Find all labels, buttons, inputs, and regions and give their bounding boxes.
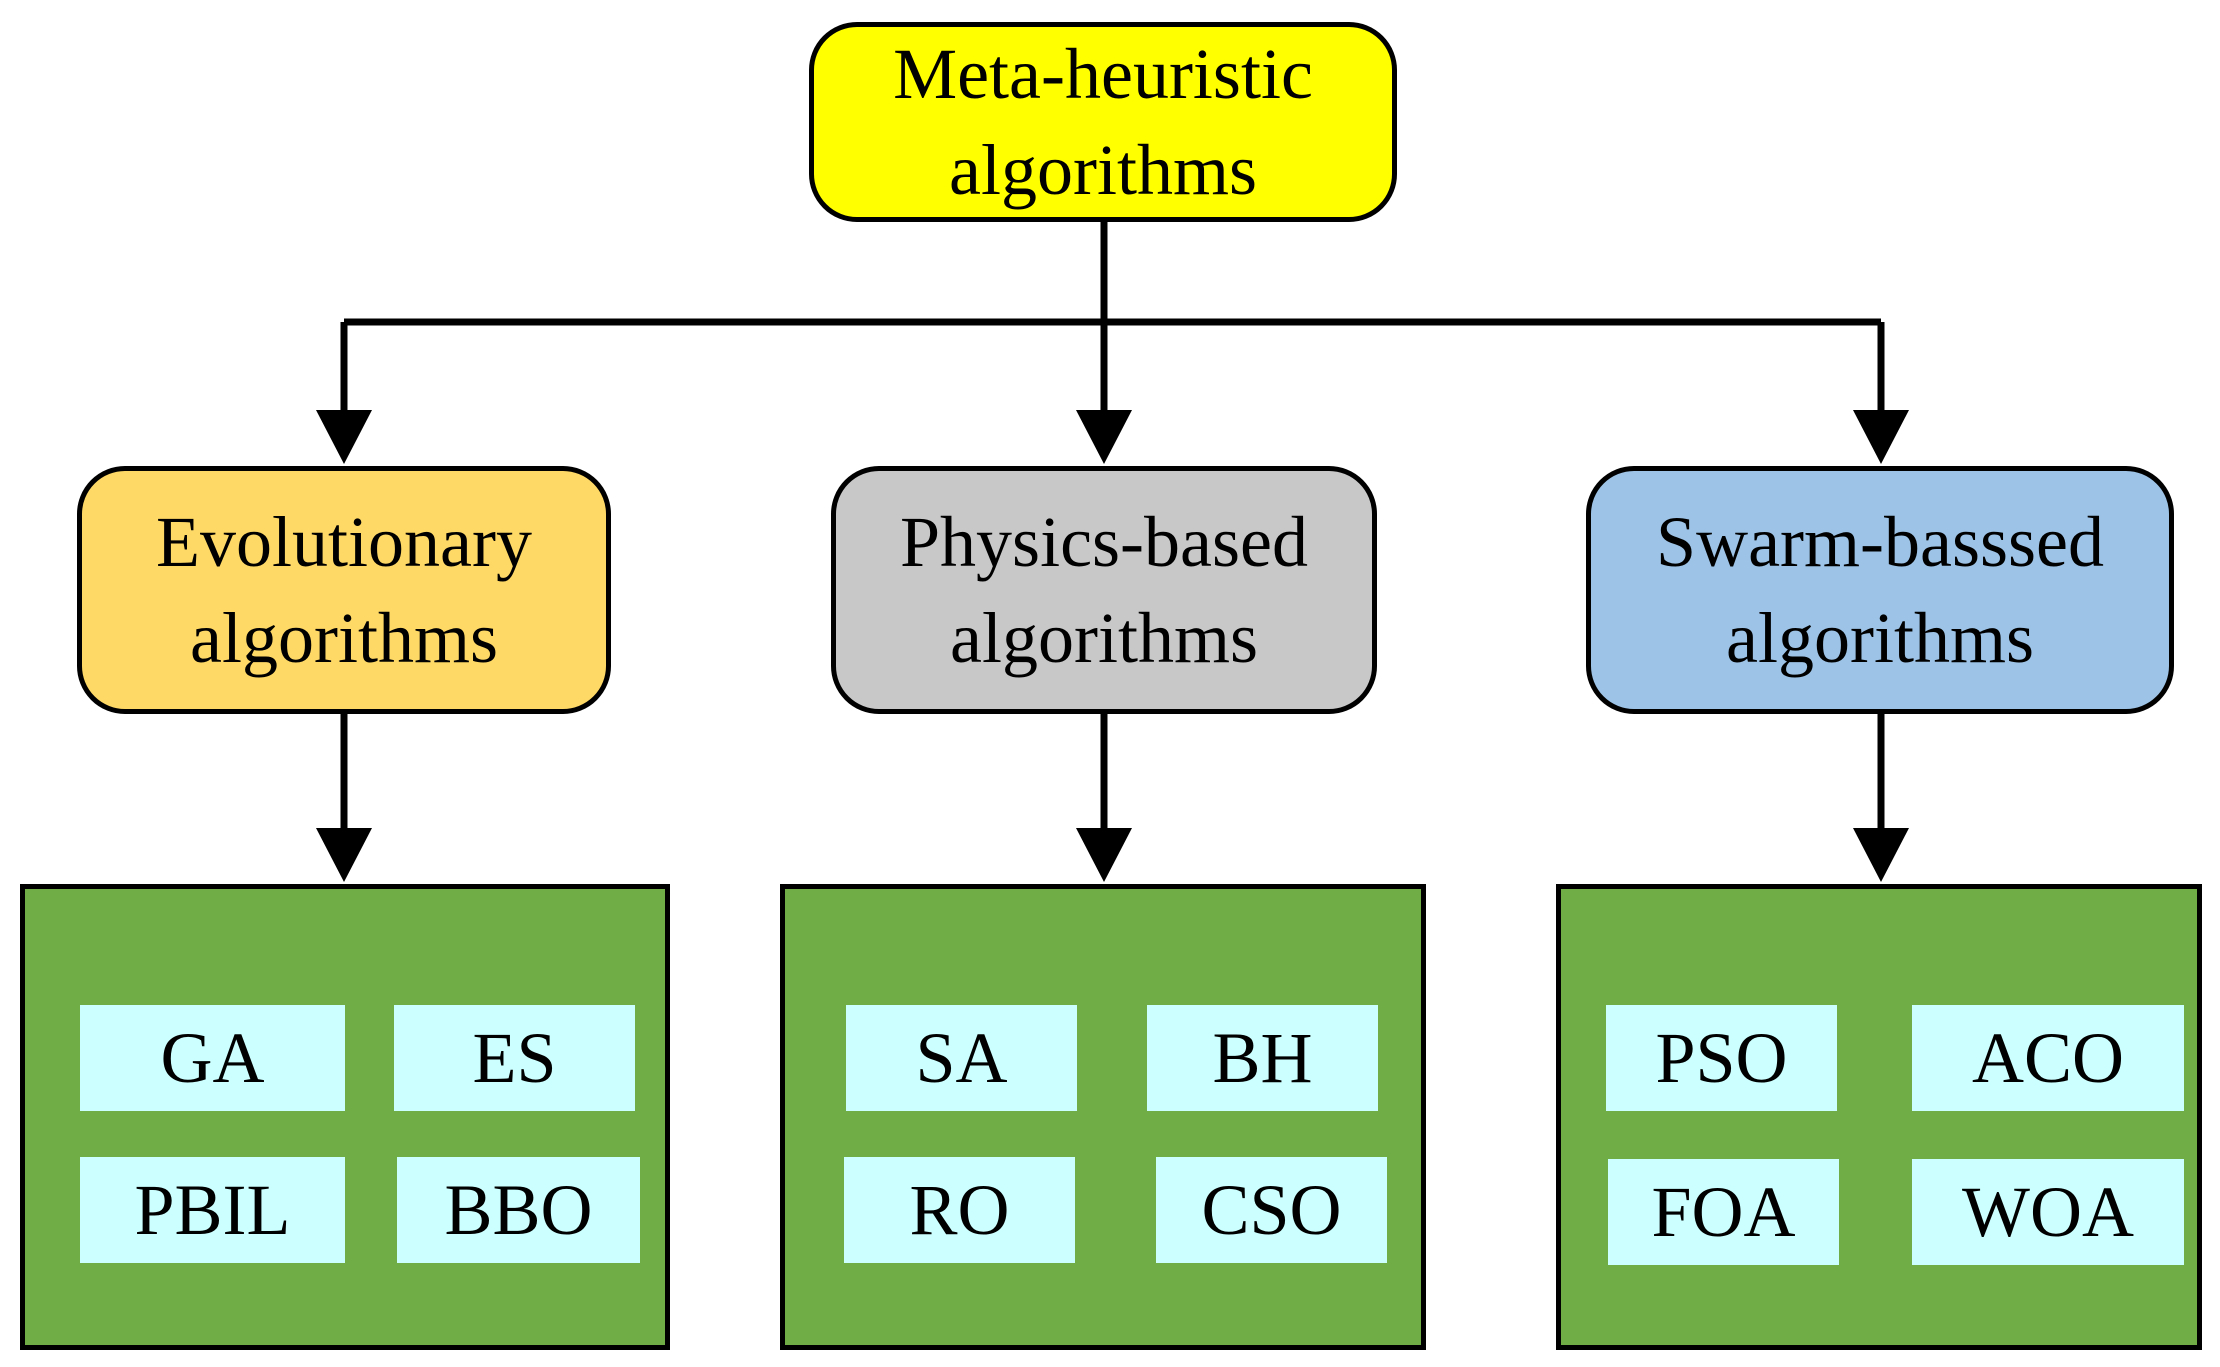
category-label-line2: algorithms xyxy=(190,598,498,678)
algorithm-box-foa: FOA xyxy=(1608,1159,1839,1265)
algorithm-box-cso: CSO xyxy=(1156,1157,1387,1263)
arrowhead-to-evolutionary-group xyxy=(316,828,372,882)
physics-algorithms-group: SA BH RO CSO xyxy=(780,884,1426,1350)
algorithm-box-es: ES xyxy=(394,1005,635,1111)
algorithm-box-sa: SA xyxy=(846,1005,1077,1111)
category-label-line2: algorithms xyxy=(950,598,1258,678)
root-node: Meta-heuristic algorithms xyxy=(809,22,1397,222)
arrowhead-to-evolutionary xyxy=(316,410,372,464)
algorithm-box-bh: BH xyxy=(1147,1005,1378,1111)
arrowhead-to-physics-group xyxy=(1076,828,1132,882)
category-swarm: Swarm-basssed algorithms xyxy=(1586,466,2174,714)
category-label-line1: Evolutionary xyxy=(156,502,532,582)
algorithm-box-ro: RO xyxy=(844,1157,1075,1263)
algorithm-box-ga: GA xyxy=(80,1005,345,1111)
root-label-line1: Meta-heuristic xyxy=(893,34,1313,114)
arrowhead-to-physics xyxy=(1076,410,1132,464)
category-label-line1: Physics-based xyxy=(900,502,1308,582)
category-physics: Physics-based algorithms xyxy=(831,466,1377,714)
algorithm-box-pso: PSO xyxy=(1606,1005,1837,1111)
algorithm-box-pbil: PBIL xyxy=(80,1157,345,1263)
algorithm-box-aco: ACO xyxy=(1912,1005,2184,1111)
swarm-algorithms-group: PSO ACO FOA WOA xyxy=(1556,884,2202,1350)
root-label-line2: algorithms xyxy=(949,130,1257,210)
category-label-line2: algorithms xyxy=(1726,598,2034,678)
algorithm-box-woa: WOA xyxy=(1912,1159,2184,1265)
arrowhead-to-swarm-group xyxy=(1853,828,1909,882)
evolutionary-algorithms-group: GA ES PBIL BBO xyxy=(20,884,670,1350)
arrowhead-to-swarm xyxy=(1853,410,1909,464)
category-evolutionary: Evolutionary algorithms xyxy=(77,466,611,714)
category-label-line1: Swarm-basssed xyxy=(1656,502,2104,582)
algorithm-box-bbo: BBO xyxy=(397,1157,640,1263)
